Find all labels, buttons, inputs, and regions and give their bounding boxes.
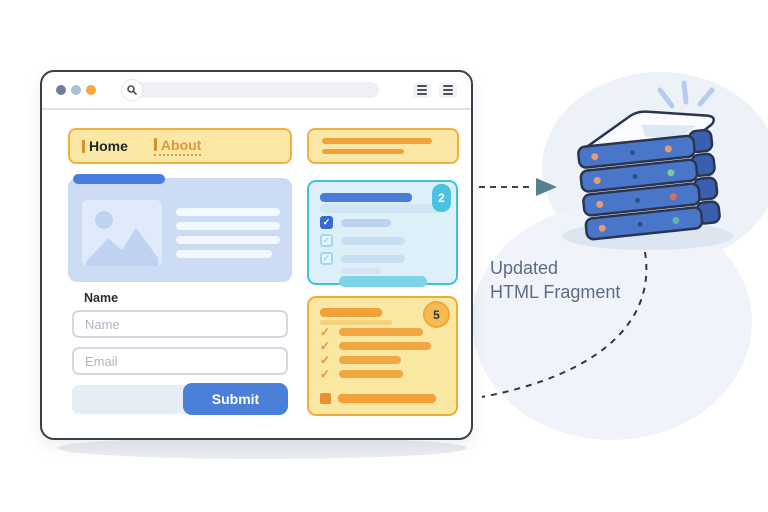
submit-button[interactable]: Submit bbox=[183, 383, 288, 415]
checklist-row: ✓ bbox=[320, 216, 405, 229]
search-icon bbox=[122, 80, 142, 100]
text-line-placeholder bbox=[320, 320, 392, 325]
nav-item-home[interactable]: Home bbox=[82, 138, 128, 154]
text-line-placeholder bbox=[341, 268, 381, 274]
name-field-label: Name bbox=[84, 291, 119, 305]
fragment-header-bar bbox=[320, 308, 382, 317]
form-actions: Submit bbox=[72, 383, 288, 415]
fragment-checklist: 2 ✓ ✓ ✓ bbox=[307, 180, 458, 287]
tasklist-rows: ✓ ✓ ✓ ✓ bbox=[320, 325, 431, 383]
name-field[interactable] bbox=[72, 310, 288, 338]
checklist-row: ✓ bbox=[320, 252, 405, 265]
cursor-tick-icon bbox=[82, 139, 85, 153]
window-control-maximize[interactable] bbox=[86, 85, 96, 95]
caption: Updated HTML Fragment bbox=[490, 256, 620, 304]
menu-icon[interactable] bbox=[439, 82, 457, 98]
check-icon: ✓ bbox=[320, 339, 331, 353]
text-line-placeholder bbox=[339, 356, 401, 364]
fragment-footer-blob bbox=[338, 276, 427, 287]
form-action-placeholder bbox=[72, 385, 200, 414]
nav-home-label: Home bbox=[89, 138, 128, 154]
content-card bbox=[68, 174, 292, 282]
check-icon: ✓ bbox=[320, 325, 331, 339]
count-badge: 2 bbox=[432, 184, 451, 212]
text-line-placeholder bbox=[176, 250, 272, 258]
check-icon: ✓ bbox=[320, 353, 331, 367]
text-line-placeholder bbox=[341, 254, 405, 263]
text-line-placeholder bbox=[176, 236, 280, 244]
window-control-minimize[interactable] bbox=[71, 85, 81, 95]
nav-bar: Home About bbox=[68, 128, 292, 164]
text-line-placeholder bbox=[320, 204, 440, 213]
tasklist-row: ✓ bbox=[320, 353, 431, 367]
checkbox-filled-icon[interactable] bbox=[320, 393, 331, 404]
image-placeholder-icon bbox=[82, 200, 162, 266]
caption-line-1: Updated bbox=[490, 258, 559, 278]
tasklist-row: ✓ bbox=[320, 325, 431, 339]
nav-item-about[interactable]: About bbox=[153, 136, 202, 156]
content-text-lines bbox=[176, 208, 280, 264]
text-line-placeholder bbox=[176, 222, 280, 230]
count-badge: 5 bbox=[423, 301, 450, 328]
text-line-placeholder bbox=[341, 236, 405, 245]
browser-chrome bbox=[42, 72, 471, 110]
cursor-tick-icon bbox=[153, 138, 157, 151]
fragment-tasklist: 5 ✓ ✓ ✓ ✓ bbox=[307, 296, 458, 416]
tasklist-row: ✓ bbox=[320, 339, 431, 353]
checkbox-icon[interactable]: ✓ bbox=[320, 252, 333, 265]
address-bar[interactable] bbox=[122, 80, 379, 100]
checklist-rows: ✓ ✓ ✓ bbox=[320, 216, 405, 270]
text-line-placeholder bbox=[322, 149, 404, 154]
tasklist-row: ✓ bbox=[320, 367, 431, 381]
text-line-placeholder bbox=[341, 218, 391, 227]
response-curve bbox=[481, 251, 648, 398]
window-control-close[interactable] bbox=[56, 85, 66, 95]
checkbox-icon[interactable]: ✓ bbox=[320, 234, 333, 247]
browser-shadow bbox=[57, 437, 467, 459]
content-title-bar bbox=[73, 174, 165, 184]
text-line-placeholder bbox=[176, 208, 280, 216]
text-line-placeholder bbox=[339, 342, 431, 350]
nav-about-label: About bbox=[160, 136, 202, 153]
text-line-placeholder bbox=[339, 328, 423, 336]
server-stack-icon bbox=[577, 110, 721, 241]
menu-icon[interactable] bbox=[413, 82, 431, 98]
browser-window: Home About bbox=[40, 70, 473, 440]
tasklist-footer-row bbox=[320, 393, 436, 404]
check-icon: ✓ bbox=[320, 367, 331, 381]
fragment-header-bar bbox=[320, 193, 412, 202]
checklist-row: ✓ bbox=[320, 234, 405, 247]
email-field[interactable] bbox=[72, 347, 288, 375]
signal-rays-icon bbox=[657, 80, 715, 109]
request-arrow-head bbox=[536, 178, 557, 196]
checkbox-checked-icon[interactable]: ✓ bbox=[320, 216, 333, 229]
text-line-placeholder bbox=[322, 138, 432, 144]
text-line-placeholder bbox=[339, 370, 403, 378]
fragment-banner bbox=[307, 128, 459, 164]
text-line-placeholder bbox=[338, 394, 436, 403]
caption-line-2: HTML Fragment bbox=[490, 282, 621, 302]
